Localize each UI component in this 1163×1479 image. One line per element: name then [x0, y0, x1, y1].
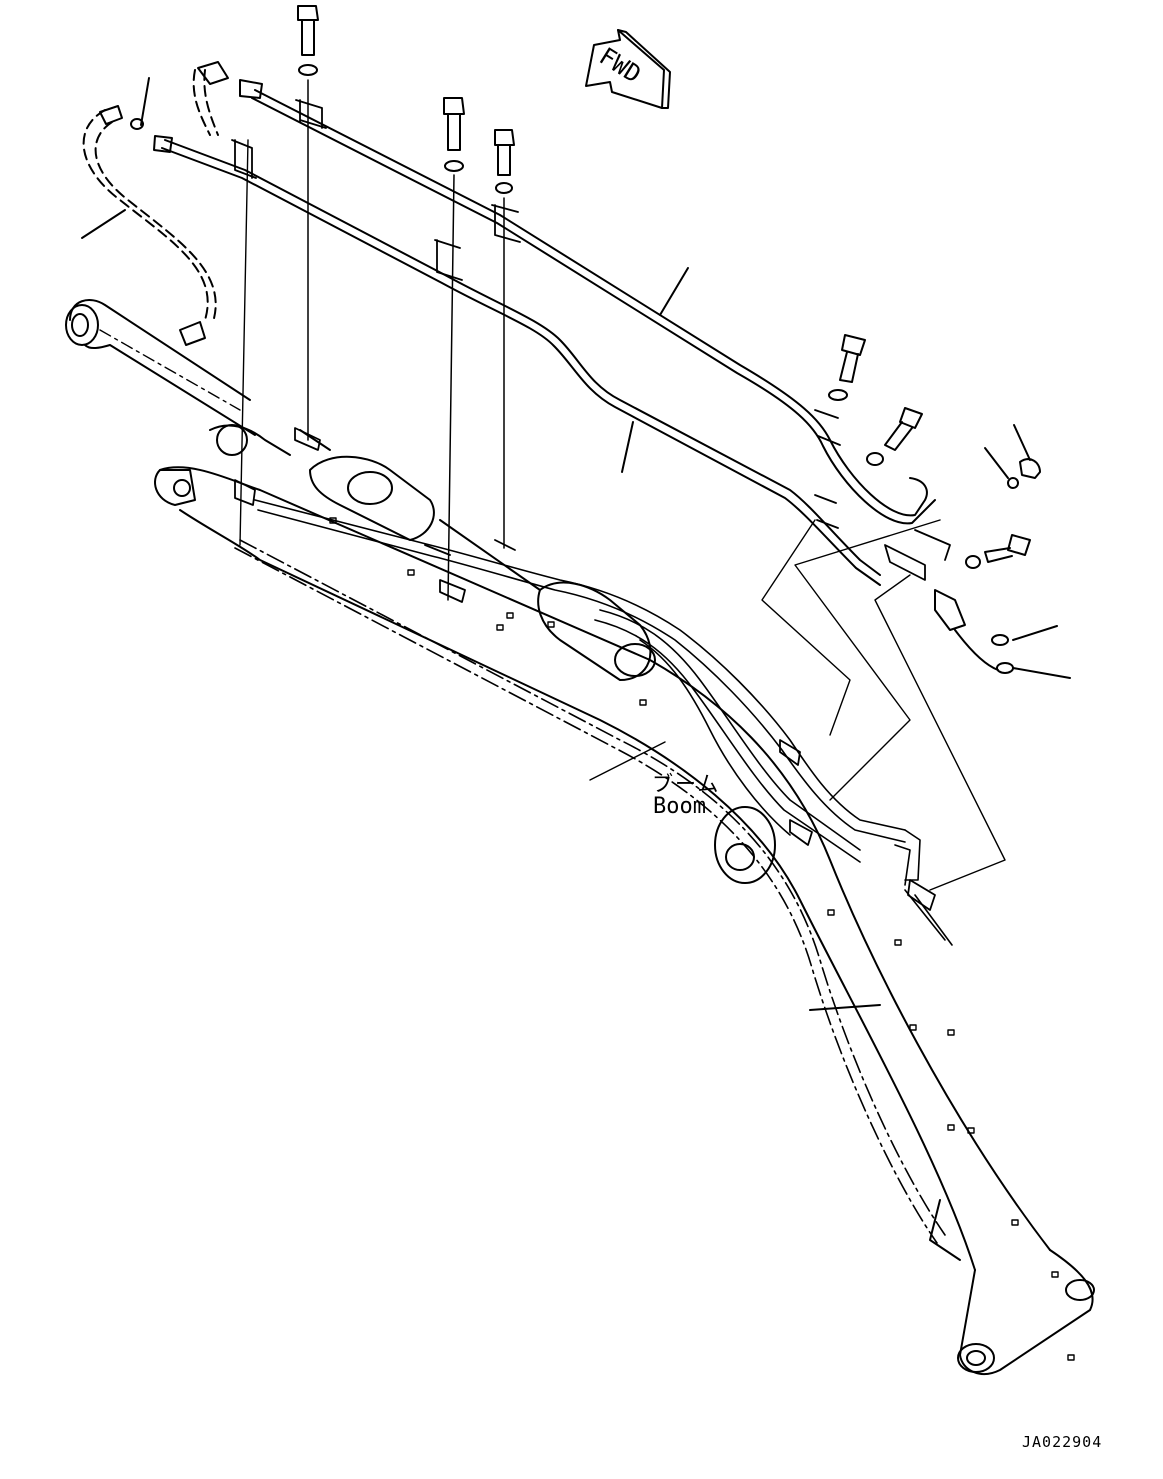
boom-pipes [254, 499, 953, 946]
bolt-6 [965, 534, 1031, 569]
boom-foot-pin [957, 1343, 995, 1373]
bolt-1 [297, 5, 319, 441]
boom-label-english: Boom [653, 794, 706, 819]
bolt-5 [866, 407, 923, 466]
right-fittings [934, 424, 1071, 679]
hose-fitting-left [81, 77, 206, 346]
boom-outline [159, 466, 1095, 1375]
rod-end-eye [65, 304, 99, 346]
fwd-arrow-label: FWD [594, 42, 646, 89]
bolt-4 [828, 334, 866, 401]
hose-upper-fitting [197, 61, 229, 85]
boom-label-japanese: ブーム [652, 772, 721, 796]
clamps [231, 99, 951, 911]
valve-assembly [299, 429, 656, 681]
pipe-upper [239, 79, 936, 525]
boom-web-bolts [329, 517, 1075, 1361]
boom-top-bracket [154, 424, 291, 506]
fwd-arrow: FWD [585, 29, 671, 109]
pipe-lower-fitting [153, 135, 173, 153]
leader-lines [239, 139, 1006, 891]
arm-cylinder-rod [65, 299, 256, 436]
boom-cylinder-pin-boss [714, 806, 776, 884]
drawing-id: JA022904 [1022, 1433, 1103, 1451]
hose-left [82, 109, 217, 323]
pipe-lower [153, 135, 881, 586]
bolt-3 [494, 129, 515, 549]
pipe-upper-fitting [239, 79, 263, 99]
